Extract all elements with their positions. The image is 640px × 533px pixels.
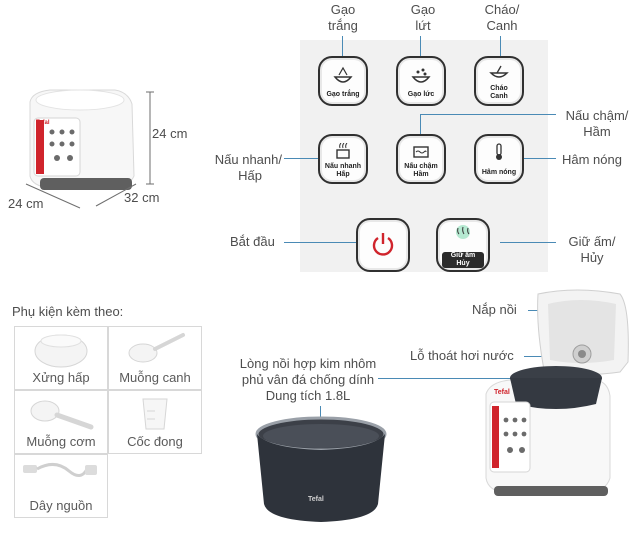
- inner-pot-image: [255, 416, 387, 522]
- leader-line: [500, 36, 501, 66]
- leader-line: [284, 242, 360, 243]
- accessory-soup-ladle: Muỗng canh: [108, 326, 202, 390]
- thermometer-icon: [496, 143, 502, 160]
- button-caption: Gạo lức: [407, 91, 435, 98]
- depth-label: 24 cm: [8, 196, 44, 211]
- button-reheat[interactable]: Hâm nóng: [474, 134, 524, 184]
- lid-label: Nắp nồi: [472, 302, 517, 317]
- accessory-name: Xửng hấp: [32, 370, 90, 385]
- brown-rice-icon: [411, 68, 431, 83]
- rice-cooker-dimension-view: [10, 80, 210, 220]
- leader-line: [420, 114, 421, 144]
- soup-bowl-icon: [489, 65, 509, 78]
- label-porridge-soup: Cháo/Canh: [484, 2, 520, 33]
- accessory-power-cord: Dây nguồn: [14, 454, 108, 518]
- pot-brand: Tefal: [308, 496, 324, 503]
- slow-cook-icon: [413, 146, 429, 158]
- cooker-brand-logo: Tefal: [36, 120, 50, 126]
- leader-line: [284, 158, 324, 159]
- leader-line: [420, 36, 421, 66]
- accessory-rice-paddle: Muỗng cơm: [14, 390, 108, 454]
- leader-line: [342, 36, 343, 66]
- steam-vent-label: Lỗ thoát hơi nước: [410, 348, 514, 363]
- steamer-tray-image: [34, 334, 88, 368]
- button-caption: Hâm nóng: [481, 169, 517, 176]
- leader-line: [420, 114, 556, 115]
- rice-paddle-image: [30, 400, 94, 430]
- soup-ladle-image: [128, 333, 185, 363]
- accessory-name: Muỗng canh: [119, 370, 191, 385]
- inner-pot: Tefal: [246, 412, 396, 528]
- start-button[interactable]: [356, 218, 410, 272]
- open-rice-cooker: Tefal: [480, 286, 638, 508]
- label-reheat: Hâm nóng: [562, 152, 622, 167]
- rice-bowl-icon: [333, 66, 353, 83]
- accessory-name: Muỗng cơm: [26, 434, 96, 449]
- label-slow-cook: Nấu chậm/Hầm: [565, 108, 629, 139]
- keep-warm-icon: [456, 225, 470, 239]
- power-cord-image: [23, 463, 97, 477]
- accessory-steamer: Xửng hấp: [14, 326, 108, 390]
- leader-line: [500, 242, 556, 243]
- height-label: 24 cm: [152, 126, 188, 141]
- leader-line: [378, 378, 526, 379]
- accessory-measuring-cup: Cốc đong: [108, 390, 202, 454]
- rice-cooker-image: [25, 89, 154, 209]
- label-quick-cook: Nấu nhanh/Hấp: [214, 152, 282, 183]
- label-start: Bắt đầu: [230, 234, 275, 249]
- width-label: 32 cm: [124, 190, 160, 205]
- accessory-name: Cốc đong: [127, 434, 183, 449]
- open-rice-cooker-image: [485, 289, 629, 496]
- cooker-brand-logo: Tefal: [494, 389, 510, 396]
- leader-line: [520, 158, 556, 159]
- accessory-name: Dây nguồn: [29, 498, 93, 513]
- accessories-title: Phụ kiện kèm theo:: [12, 304, 124, 319]
- steam-pot-icon: [336, 143, 350, 159]
- button-brown-rice[interactable]: Gạo lức: [396, 56, 446, 106]
- measuring-cup-image: [142, 398, 168, 430]
- button-caption: Gạo trắng: [326, 91, 360, 98]
- power-icon: [372, 233, 394, 256]
- button-white-rice[interactable]: Gạo trắng: [318, 56, 368, 106]
- label-keep-warm: Giữ ấm/Hủy: [568, 234, 616, 265]
